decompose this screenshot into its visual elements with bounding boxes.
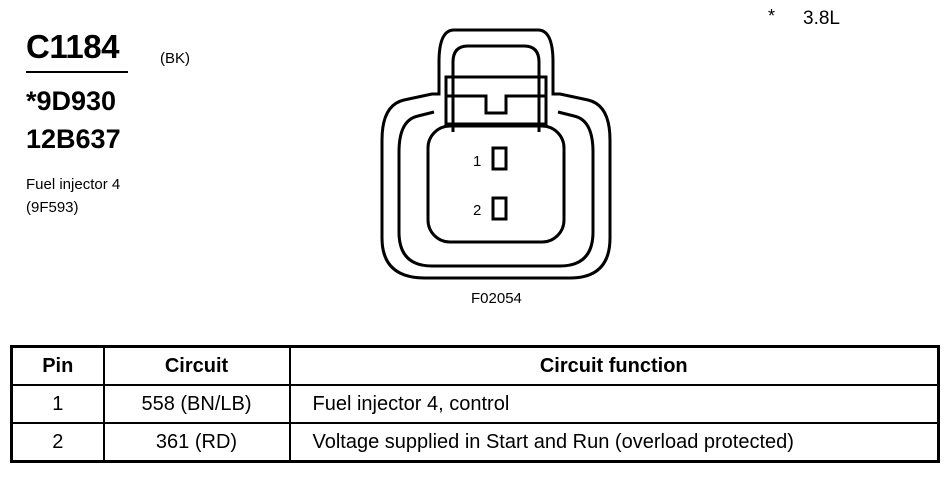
locking-tab: [451, 44, 541, 132]
latch-notch: [446, 94, 546, 115]
header-circuit-function: Circuit function: [288, 345, 940, 386]
circuit-id: 558 (BN/LB): [102, 384, 291, 424]
footnote-mark: *: [768, 6, 776, 26]
header-circuit: Circuit: [102, 345, 291, 386]
header-pin: Pin: [10, 345, 105, 386]
pin-1-terminal: [491, 146, 508, 171]
connector-inner-rim: [397, 110, 595, 268]
table-row: 2 361 (RD) Voltage supplied in Start and…: [10, 422, 940, 463]
connector-id-underline: [26, 71, 128, 73]
footnote-text: 3.8L: [803, 8, 840, 29]
alternate-part-number: *9D930: [26, 86, 117, 116]
circuit-id: 361 (RD): [102, 422, 291, 463]
component-name: Fuel injector 4: [26, 176, 121, 193]
circuit-function: Voltage supplied in Start and Run (overl…: [288, 422, 940, 463]
circuit-function: Fuel injector 4, control: [288, 384, 940, 424]
connector-color: (BK): [160, 50, 190, 67]
part-number: 12B637: [26, 124, 121, 154]
pin-2-terminal: [491, 196, 508, 221]
table-header-row: Pin Circuit Circuit function: [10, 345, 940, 386]
pin-number: 2: [10, 422, 105, 463]
pin-number: 1: [10, 384, 105, 424]
pin-circuit-table: Pin Circuit Circuit function 1 558 (BN/L…: [10, 345, 940, 463]
latch-window: [444, 75, 548, 126]
pin-1-label: 1: [473, 153, 481, 170]
figure-id: F02054: [471, 290, 522, 307]
pin-2-label: 2: [473, 202, 481, 219]
table-row: 1 558 (BN/LB) Fuel injector 4, control: [10, 384, 940, 424]
connector-outer-shell: [380, 28, 612, 280]
terminal-cavity-block: [426, 124, 566, 244]
connector-id: C1184: [26, 28, 119, 65]
component-code: (9F593): [26, 199, 79, 216]
connector-face-diagram: 1 2: [380, 28, 612, 280]
